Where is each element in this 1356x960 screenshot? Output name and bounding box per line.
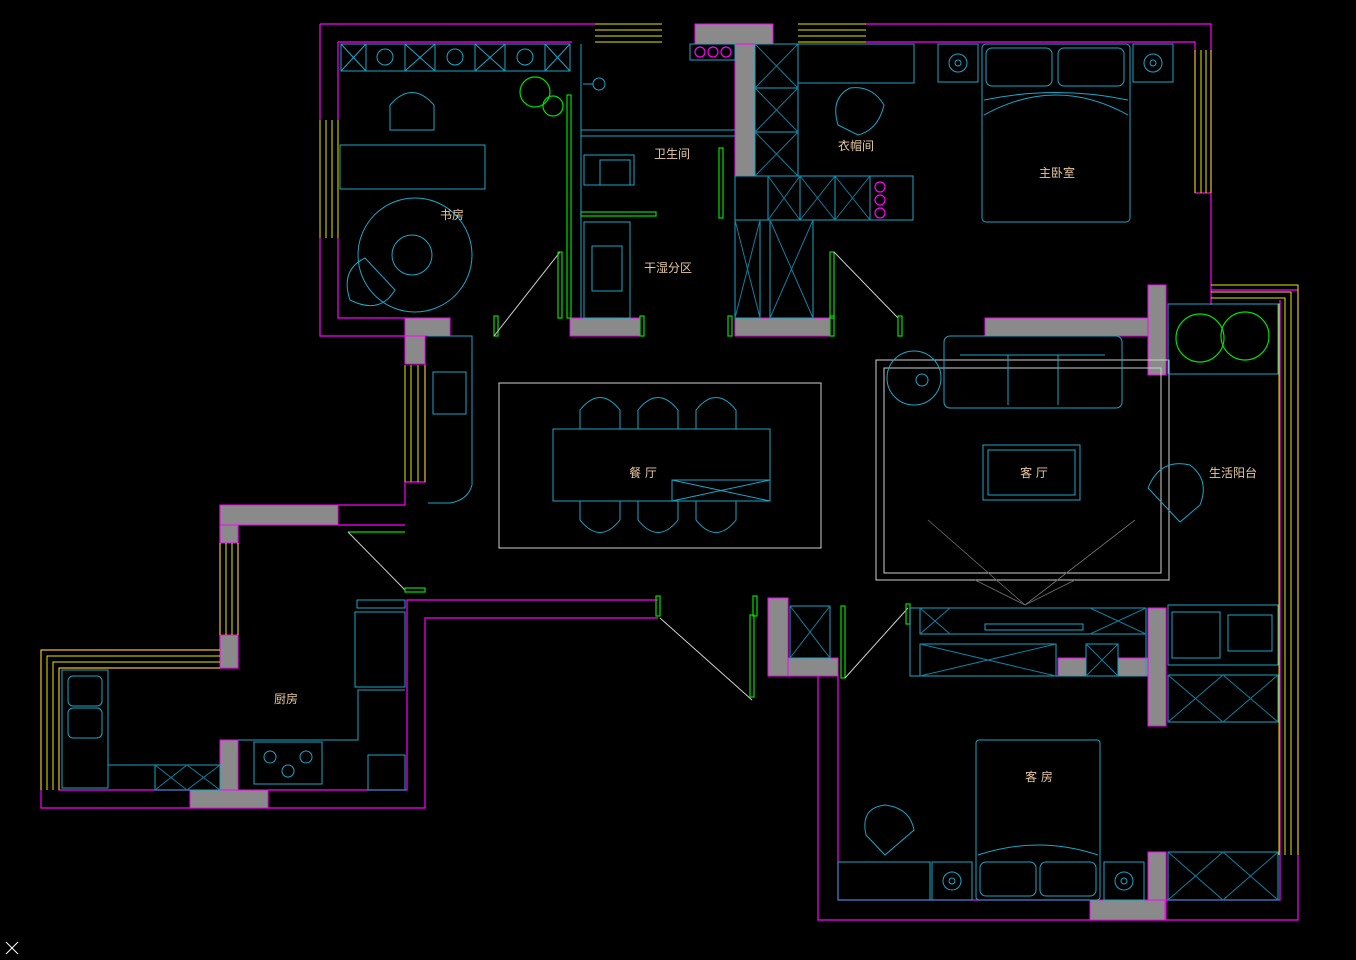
label-dry-wet-zone: 干湿分区 <box>644 260 692 275</box>
label-study: 书房 <box>440 207 464 222</box>
label-living: 客 厅 <box>1020 465 1048 480</box>
window-top-cloak <box>798 23 866 43</box>
label-utility-balcony: 生活阳台 <box>1209 465 1257 480</box>
window-study-left <box>319 120 339 238</box>
window-kitchen-left <box>219 543 239 635</box>
study-furniture <box>339 43 571 313</box>
potted-plant-icon <box>519 76 564 117</box>
cloakroom-furniture <box>734 43 915 319</box>
guest-room-furniture <box>789 605 1145 901</box>
doors <box>347 94 911 701</box>
room-labels: 书房 卫生间 干湿分区 衣帽间 主卧室 餐 厅 客 厅 生活阳台 厨房 客 房 <box>274 138 1257 784</box>
window-master-right <box>1194 50 1212 193</box>
ucs-cross-icon <box>5 941 19 955</box>
balcony-furniture <box>1147 303 1279 901</box>
master-bedroom-furniture <box>937 43 1174 223</box>
label-master-bedroom: 主卧室 <box>1039 165 1075 180</box>
bathroom-fixtures <box>580 43 736 319</box>
label-dining: 餐 厅 <box>629 465 657 480</box>
label-kitchen: 厨房 <box>274 691 298 706</box>
label-guest-room: 客 房 <box>1025 769 1053 784</box>
window-kitchen-corner <box>40 649 220 790</box>
dining-furniture <box>428 335 822 549</box>
window-top-bath <box>595 23 662 43</box>
kitchen-furniture <box>61 599 406 791</box>
window-dining-left <box>404 365 426 482</box>
living-furniture <box>875 335 1170 677</box>
window-balcony-right <box>1211 284 1299 855</box>
label-bathroom: 卫生间 <box>654 147 690 161</box>
label-cloakroom: 衣帽间 <box>838 138 874 153</box>
